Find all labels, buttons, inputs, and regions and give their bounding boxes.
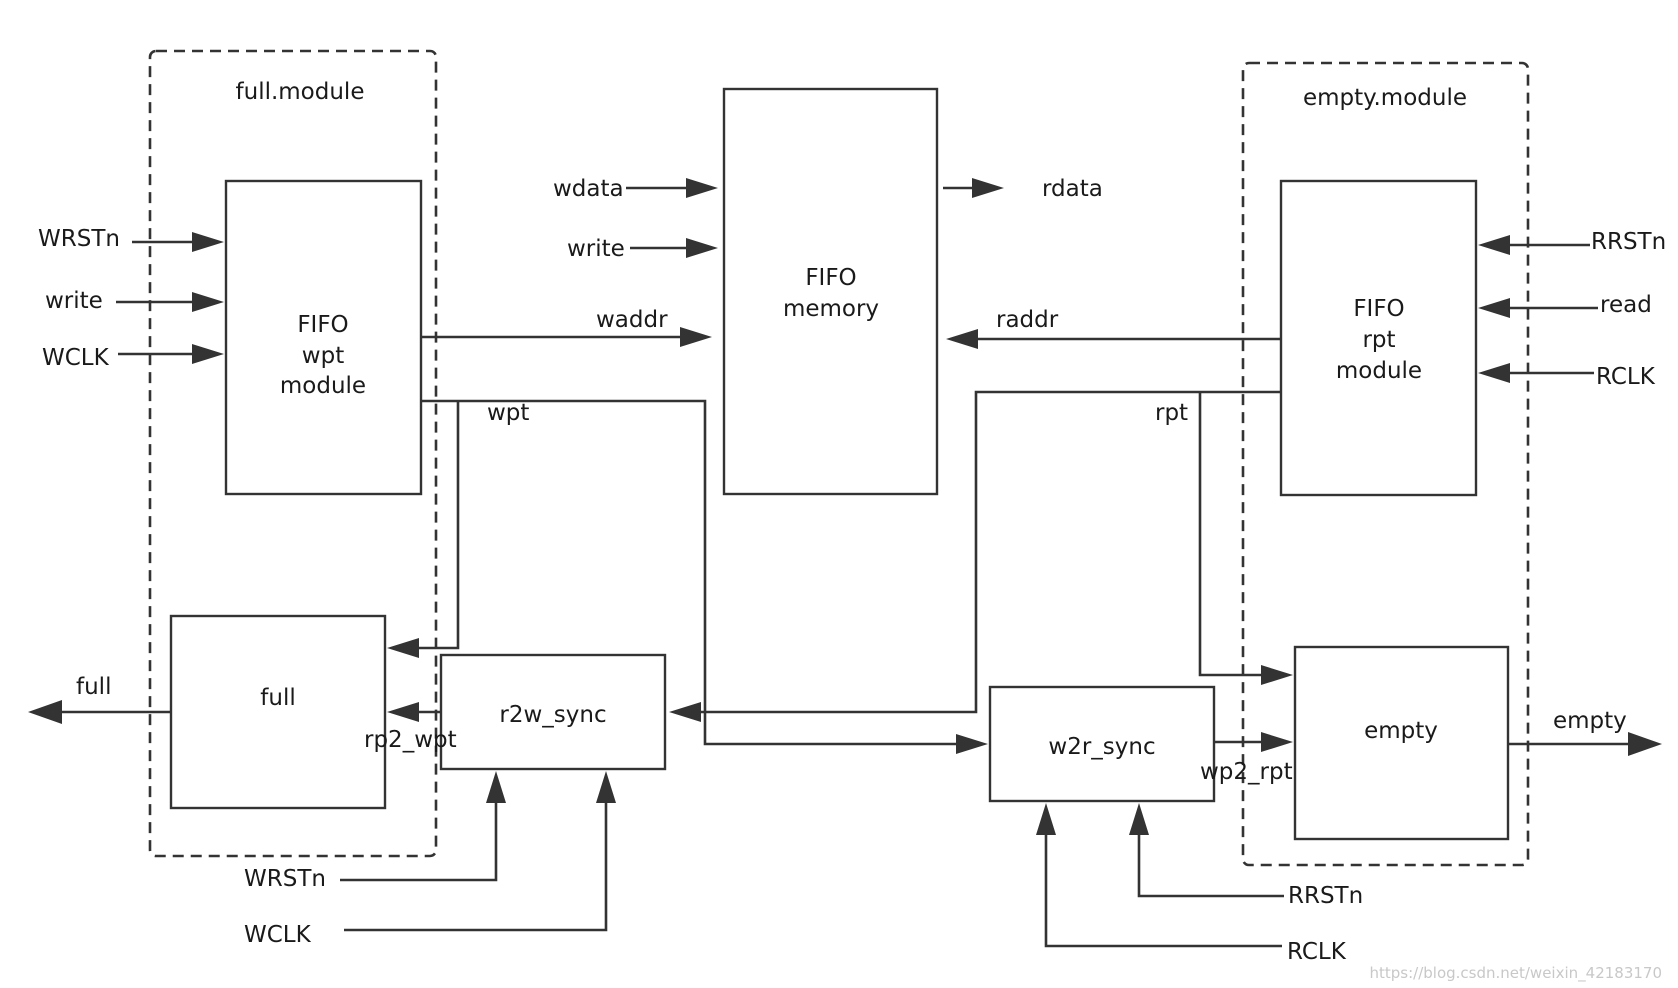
r2w-sync-block <box>439 653 667 771</box>
empty-output <box>1508 732 1662 756</box>
svg-text:FIFO: FIFO <box>805 265 856 291</box>
w2r-sync-inputs <box>1036 803 1284 948</box>
rdata-label: rdata <box>1042 176 1103 202</box>
empty-module-label: empty.module <box>1303 85 1467 111</box>
full-block-label: full <box>260 685 295 711</box>
wpt-module-inputs <box>116 232 224 364</box>
wpt-label: wpt <box>487 400 529 426</box>
fifo-memory-label: FIFO memory <box>783 265 879 322</box>
empty-output-label: empty <box>1553 708 1627 734</box>
rclk-sync-label: RCLK <box>1287 939 1347 965</box>
rrstn-sync-label: RRSTn <box>1288 883 1363 909</box>
svg-text:FIFO: FIFO <box>297 312 348 338</box>
full-module-label: full.module <box>236 79 365 105</box>
rrstn-input-label: RRSTn <box>1591 229 1666 255</box>
full-module-boundary <box>148 49 438 858</box>
wpt-wire <box>387 399 988 754</box>
write-input-label: write <box>45 288 103 314</box>
empty-module-boundary <box>1241 61 1530 867</box>
w2r-sync-block <box>988 685 1216 803</box>
svg-text:rpt: rpt <box>1362 327 1395 353</box>
svg-text:module: module <box>1336 358 1422 384</box>
rpt-module-inputs <box>1478 235 1598 383</box>
wclk-input-label: WCLK <box>42 345 110 371</box>
fifo-wpt-module-label: FIFO wpt module <box>280 312 366 399</box>
waddr-wire <box>421 327 712 347</box>
w2r-sync-label: w2r_sync <box>1048 734 1155 760</box>
watermark: https://blog.csdn.net/weixin_42183170 <box>1369 964 1662 983</box>
rclk-input-label: RCLK <box>1596 364 1656 390</box>
waddr-label: waddr <box>596 307 668 333</box>
fifo-rpt-module-label: FIFO rpt module <box>1336 296 1422 384</box>
rpt-label: rpt <box>1155 400 1188 426</box>
wrstn-sync-label: WRSTn <box>244 866 326 892</box>
r2w-sync-inputs <box>340 771 616 932</box>
memory-inputs <box>626 178 718 258</box>
wp2-rpt-wire <box>1214 732 1293 752</box>
svg-text:FIFO: FIFO <box>1353 296 1404 322</box>
wrstn-input-label: WRSTn <box>38 226 120 252</box>
full-output-label: full <box>76 674 111 700</box>
wp2-rpt-label: wp2_rpt <box>1200 759 1293 785</box>
wclk-sync-label: WCLK <box>244 922 312 948</box>
svg-text:module: module <box>280 373 366 399</box>
read-input-label: read <box>1600 292 1652 318</box>
raddr-label: raddr <box>996 307 1059 333</box>
rdata-output <box>943 178 1004 198</box>
full-output <box>28 700 171 724</box>
empty-block-label: empty <box>1364 718 1438 744</box>
svg-text:memory: memory <box>783 296 879 322</box>
r2w-sync-label: r2w_sync <box>499 702 606 728</box>
wdata-label: wdata <box>553 176 624 202</box>
raddr-wire <box>946 329 1281 349</box>
svg-text:wpt: wpt <box>302 343 344 369</box>
fifo-rpt-module-block <box>1279 179 1478 497</box>
write-memory-label: write <box>567 236 625 262</box>
full-block <box>169 614 387 810</box>
rp2-wpt-wire <box>387 702 441 722</box>
rpt-wire <box>669 390 1293 722</box>
rp2-wpt-label: rp2_wpt <box>364 727 457 753</box>
fifo-memory-block <box>722 87 939 496</box>
fifo-wpt-module-block <box>224 179 423 496</box>
